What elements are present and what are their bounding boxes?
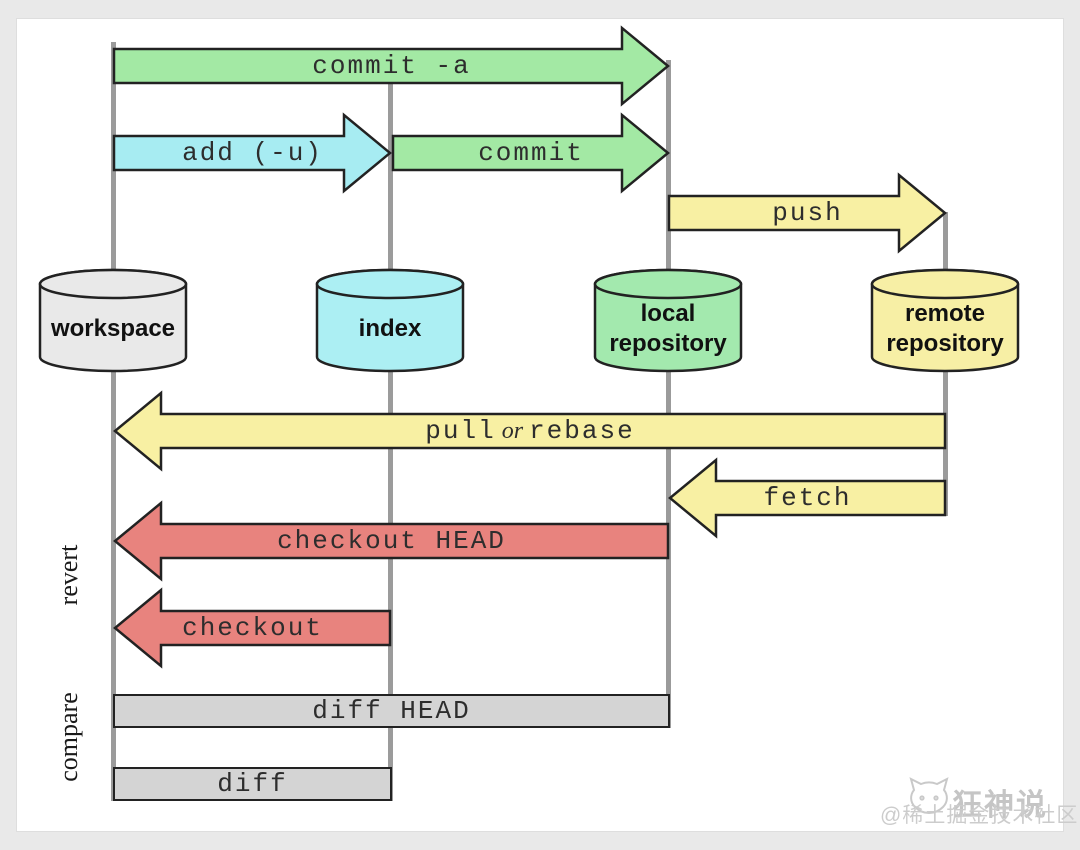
diff-bar: diff [113, 767, 392, 801]
commit-label: commit [478, 138, 584, 168]
checkout-head-arrow: checkout HEAD [113, 500, 670, 582]
commit-a-label: commit -a [312, 51, 471, 81]
right-arrow-icon [391, 112, 670, 194]
database-cylinder-icon [315, 268, 465, 373]
push-label: push [772, 198, 843, 228]
database-cylinder-icon [38, 268, 188, 373]
local-repository-label: local repository [609, 300, 727, 357]
fetch-arrow: fetch [668, 457, 947, 539]
checkout-arrow: checkout [113, 587, 392, 669]
watermark-brand: 狂神说 [952, 789, 1048, 822]
diff-label: diff [217, 769, 288, 799]
compare-side-label: compare [54, 692, 83, 782]
watermark-community: @稀土掘金技术社区 [880, 804, 1079, 827]
local-repository-line [665, 60, 671, 728]
or-label-part: or [501, 418, 524, 444]
fetch-label: fetch [763, 483, 852, 513]
database-cylinder-icon [870, 268, 1020, 373]
cat-face-logo-icon [909, 777, 949, 814]
database-cylinder-icon [593, 268, 743, 373]
left-arrow-icon [113, 587, 392, 669]
commit-a-arrow: commit -a [112, 25, 670, 107]
commit-arrow: commit [391, 112, 670, 194]
workspace-label: workspace [50, 315, 176, 342]
left-arrow-icon [113, 390, 947, 472]
diff-head-bar: diff HEAD [113, 694, 670, 728]
diff-head-label: diff HEAD [312, 696, 471, 726]
add-u-arrow: add (-u) [112, 112, 392, 194]
workspace-node: workspace [38, 268, 188, 373]
pull-label-part: pull [425, 416, 496, 446]
remote-repository-label: remote repository [886, 300, 1004, 357]
rebase-label-part: rebase [529, 416, 635, 446]
right-arrow-icon [112, 25, 670, 107]
index-label: index [358, 315, 422, 342]
checkout-label: checkout [182, 613, 323, 643]
left-arrow-icon [113, 500, 670, 582]
right-arrow-icon [667, 172, 947, 254]
push-arrow: push [667, 172, 947, 254]
workspace-line [110, 42, 116, 801]
add-u-label: add (-u) [182, 138, 323, 168]
left-arrow-icon [668, 457, 947, 539]
revert-side-label: revert [54, 544, 83, 606]
index-node: index [315, 268, 465, 373]
remote-repository-node: remote repository [870, 268, 1020, 373]
checkout-head-label: checkout HEAD [277, 526, 506, 556]
right-arrow-icon [112, 112, 392, 194]
local-repository-node: local repository [593, 268, 743, 373]
